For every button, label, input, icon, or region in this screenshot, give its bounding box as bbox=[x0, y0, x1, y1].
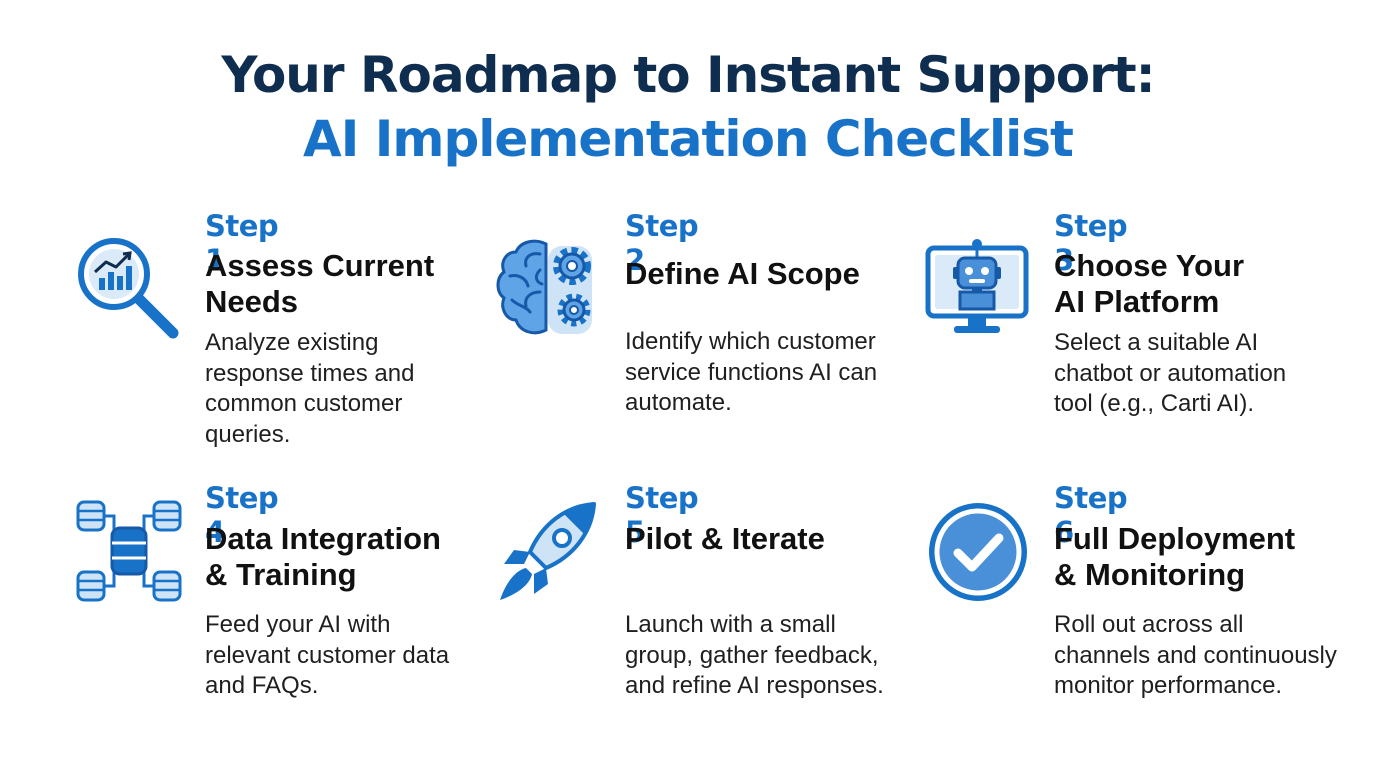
rocket-icon bbox=[500, 502, 596, 600]
step-1-heading-line-1: Assess Current bbox=[205, 248, 435, 283]
step-4-label: Step 4 bbox=[205, 481, 279, 549]
step-4-desc-line-3: and FAQs. bbox=[205, 672, 319, 699]
step-2-label: Step 2 bbox=[625, 209, 699, 277]
database-small bbox=[76, 500, 182, 602]
step-1-heading: Assess Current Needs bbox=[205, 248, 525, 320]
step-2-desc-line-2: service functions AI can bbox=[625, 358, 878, 386]
brain-gears-icon bbox=[496, 239, 592, 335]
title-line-1: Your Roadmap to Instant Support: bbox=[221, 46, 1155, 104]
step-3-desc-line-1: Select a suitable AI bbox=[1054, 329, 1259, 356]
step-3-desc-line-2: chatbot or automation bbox=[1054, 359, 1287, 387]
step-6-heading-line-2: & Monitoring bbox=[1054, 557, 1246, 592]
step-1-desc-line-4: queries. bbox=[205, 420, 291, 448]
step-4-desc-line-1: Feed your AI with bbox=[205, 611, 391, 638]
step-3-description: Select a suitable AI chatbot or automati… bbox=[1054, 328, 1354, 420]
step-6-heading: Full Deployment & Monitoring bbox=[1054, 521, 1374, 593]
step-3-heading-line-2: AI Platform bbox=[1054, 284, 1220, 319]
step-6-label: Step 6 bbox=[1054, 481, 1128, 549]
step-2-heading: Define AI Scope bbox=[625, 256, 945, 292]
step-3-heading-line-1: Choose Your bbox=[1054, 248, 1245, 283]
step-6-heading-line-1: Full Deployment bbox=[1054, 521, 1296, 556]
step-4-heading-line-1: Data Integration bbox=[205, 521, 441, 556]
step-2-heading-line-1: Define AI Scope bbox=[625, 256, 860, 291]
step-1-label: Step 1 bbox=[205, 209, 279, 277]
check-circle-icon bbox=[929, 503, 1027, 601]
database-network-icon bbox=[76, 500, 182, 602]
magnifier-chart-icon bbox=[78, 238, 179, 339]
step-5-description: Launch with a small group, gather feedba… bbox=[625, 610, 925, 702]
step-6-desc-line-1: Roll out across all bbox=[1054, 611, 1244, 638]
step-3-desc-line-3: tool (e.g., Carti AI). bbox=[1054, 390, 1255, 417]
step-2-desc-line-1: Identify which customer bbox=[625, 328, 876, 355]
step-1-desc-line-2: response times and bbox=[205, 359, 415, 387]
step-4-description: Feed your AI with relevant customer data… bbox=[205, 610, 505, 702]
step-5-heading: Pilot & Iterate bbox=[625, 521, 945, 557]
step-1-heading-line-2: Needs bbox=[205, 284, 299, 319]
step-6-desc-line-3: monitor performance. bbox=[1054, 672, 1283, 699]
step-5-desc-line-1: Launch with a small bbox=[625, 611, 836, 638]
step-4-desc-line-2: relevant customer data bbox=[205, 641, 450, 669]
step-6-description: Roll out across all channels and continu… bbox=[1054, 610, 1354, 702]
title-line-2: AI Implementation Checklist bbox=[303, 110, 1074, 168]
step-1-desc-line-1: Analyze existing bbox=[205, 329, 379, 356]
step-1-desc-line-3: common customer bbox=[205, 390, 403, 417]
step-4-heading: Data Integration & Training bbox=[205, 521, 525, 593]
step-5-label: Step 5 bbox=[625, 481, 699, 549]
step-6-desc-line-2: channels and continuously bbox=[1054, 641, 1337, 669]
step-5-desc-line-3: and refine AI responses. bbox=[625, 672, 884, 699]
step-1-description: Analyze existing response times and comm… bbox=[205, 328, 505, 450]
step-3-label: Step 3 bbox=[1054, 209, 1128, 277]
robot-monitor-icon bbox=[925, 239, 1029, 333]
step-5-desc-line-2: group, gather feedback, bbox=[625, 641, 879, 669]
step-2-description: Identify which customer service function… bbox=[625, 327, 925, 419]
step-4-heading-line-2: & Training bbox=[205, 557, 357, 592]
step-2-desc-line-3: automate. bbox=[625, 389, 732, 416]
step-3-heading: Choose Your AI Platform bbox=[1054, 248, 1374, 320]
step-5-heading-line-1: Pilot & Iterate bbox=[625, 521, 825, 556]
